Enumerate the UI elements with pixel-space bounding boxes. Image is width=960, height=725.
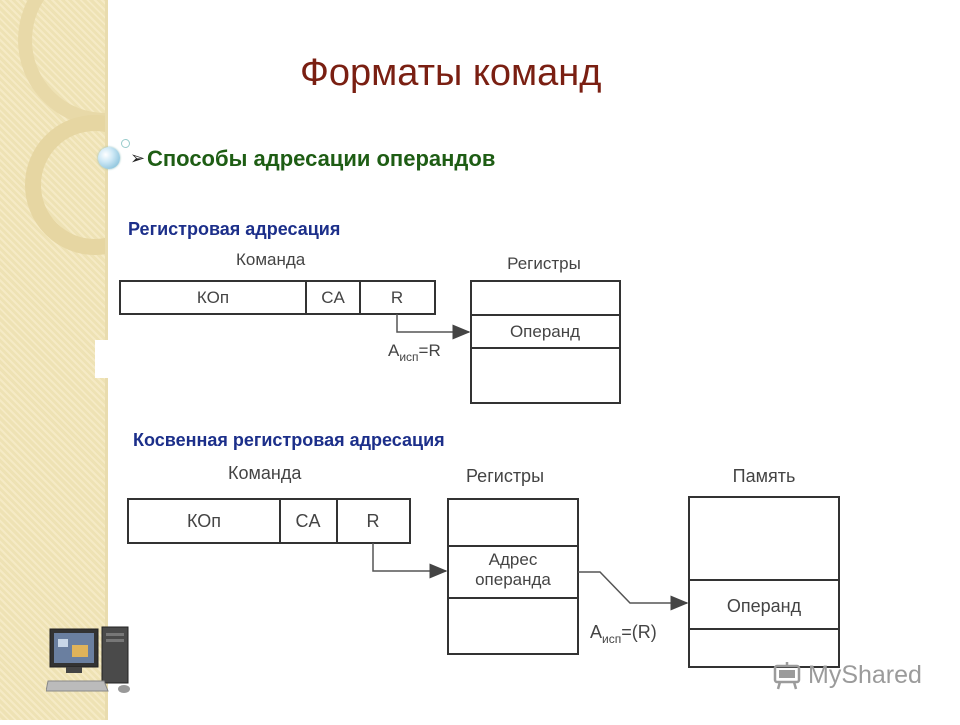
d1-address-formula: Аисп=R	[388, 341, 441, 364]
d2-memory-label: Память	[733, 466, 796, 486]
slide-subtitle: Способы адресации операндов	[147, 146, 496, 171]
computer-icon	[46, 626, 130, 693]
bullet-small-circle-icon	[121, 139, 130, 148]
d2-command-box	[127, 498, 411, 544]
d1-command-label: Команда	[236, 250, 306, 269]
d2-memory-operand: Операнд	[727, 596, 802, 616]
d2-field-r: R	[367, 511, 380, 531]
register-addressing-diagram: Команда КОп CA R Регистры Операнд Аисп=R	[119, 250, 621, 404]
d2-arrow-to-registers	[372, 543, 448, 579]
d2-registers-label: Регистры	[466, 466, 544, 486]
d2-memory-box	[688, 496, 840, 668]
d1-field-kop: КОп	[197, 288, 229, 307]
d1-register-operand: Операнд	[510, 322, 580, 341]
d1-command-box	[119, 280, 436, 315]
indirect-register-addressing-diagram: Команда КОп CA R Регистры Адрес операнда…	[127, 463, 840, 668]
section2-heading: Косвенная регистровая адресация	[133, 430, 445, 450]
d2-address-formula: Аисп=(R)	[590, 622, 657, 646]
d2-arrow-to-memory	[578, 571, 689, 611]
section1-heading: Регистровая адресация	[128, 219, 341, 239]
d2-registers-box	[447, 498, 579, 655]
myshared-logo-icon	[773, 662, 801, 690]
d2-field-ca: CA	[295, 511, 320, 531]
arrow-bullet-icon: ➢	[130, 148, 146, 168]
d2-command-label: Команда	[228, 463, 302, 483]
d2-field-kop: КОп	[187, 511, 221, 531]
d1-arrow	[396, 314, 471, 340]
d1-field-ca: CA	[321, 288, 345, 307]
d1-field-r: R	[391, 288, 403, 307]
d2-register-address-line2: операнда	[475, 570, 551, 589]
d2-register-address-line1: Адрес	[489, 550, 538, 569]
scan-patch	[95, 340, 108, 378]
d1-registers-box	[470, 280, 621, 404]
slide-title: Форматы команд	[300, 52, 602, 94]
myshared-logo-text: MyShared	[808, 661, 922, 689]
d1-registers-label: Регистры	[507, 254, 581, 273]
orb-bullet-icon	[98, 147, 120, 169]
decorative-sidebar	[0, 0, 192, 720]
